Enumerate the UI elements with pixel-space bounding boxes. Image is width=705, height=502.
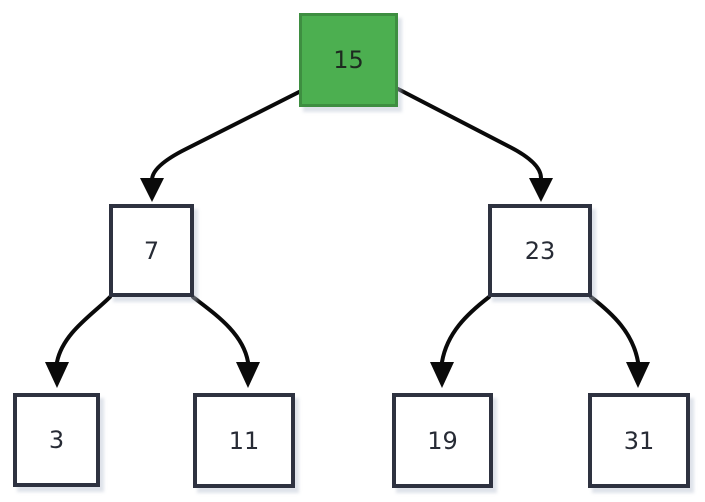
node-value: 7 [143,236,160,265]
edge-15-7 [140,90,301,202]
node-value: 11 [228,426,260,455]
node-value: 19 [427,426,458,455]
edge-7-11 [191,295,260,388]
edge-7-3 [45,295,112,388]
tree-node-root-15: 15 [299,13,398,107]
node-value: 15 [333,46,364,74]
tree-node-19: 19 [392,393,493,488]
node-value: 31 [623,426,655,455]
edge-15-23 [396,87,553,202]
node-value: 23 [524,236,556,265]
tree-node-3: 3 [13,393,100,487]
tree-node-7: 7 [109,204,194,297]
tree-node-23: 23 [488,204,592,297]
tree-node-11: 11 [193,393,295,488]
node-value: 3 [48,426,65,454]
tree-node-31: 31 [588,393,690,488]
edge-23-31 [589,295,650,388]
edge-23-19 [430,295,491,388]
